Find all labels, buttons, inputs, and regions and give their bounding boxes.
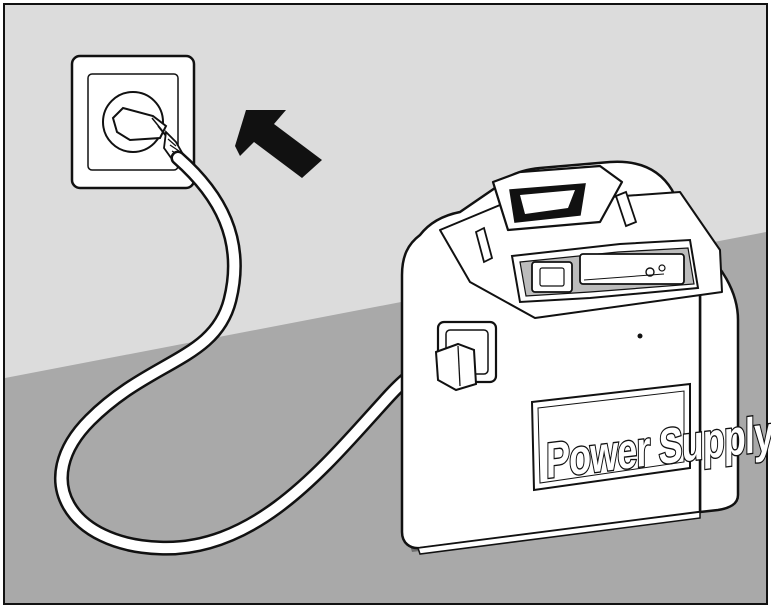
display-screen: [579, 253, 685, 285]
power-supply-unit: [400, 160, 740, 555]
plug-in-direction-arrow-icon: [235, 110, 322, 178]
wall-socket-icon: [70, 54, 196, 190]
power-cable: [54, 150, 456, 556]
